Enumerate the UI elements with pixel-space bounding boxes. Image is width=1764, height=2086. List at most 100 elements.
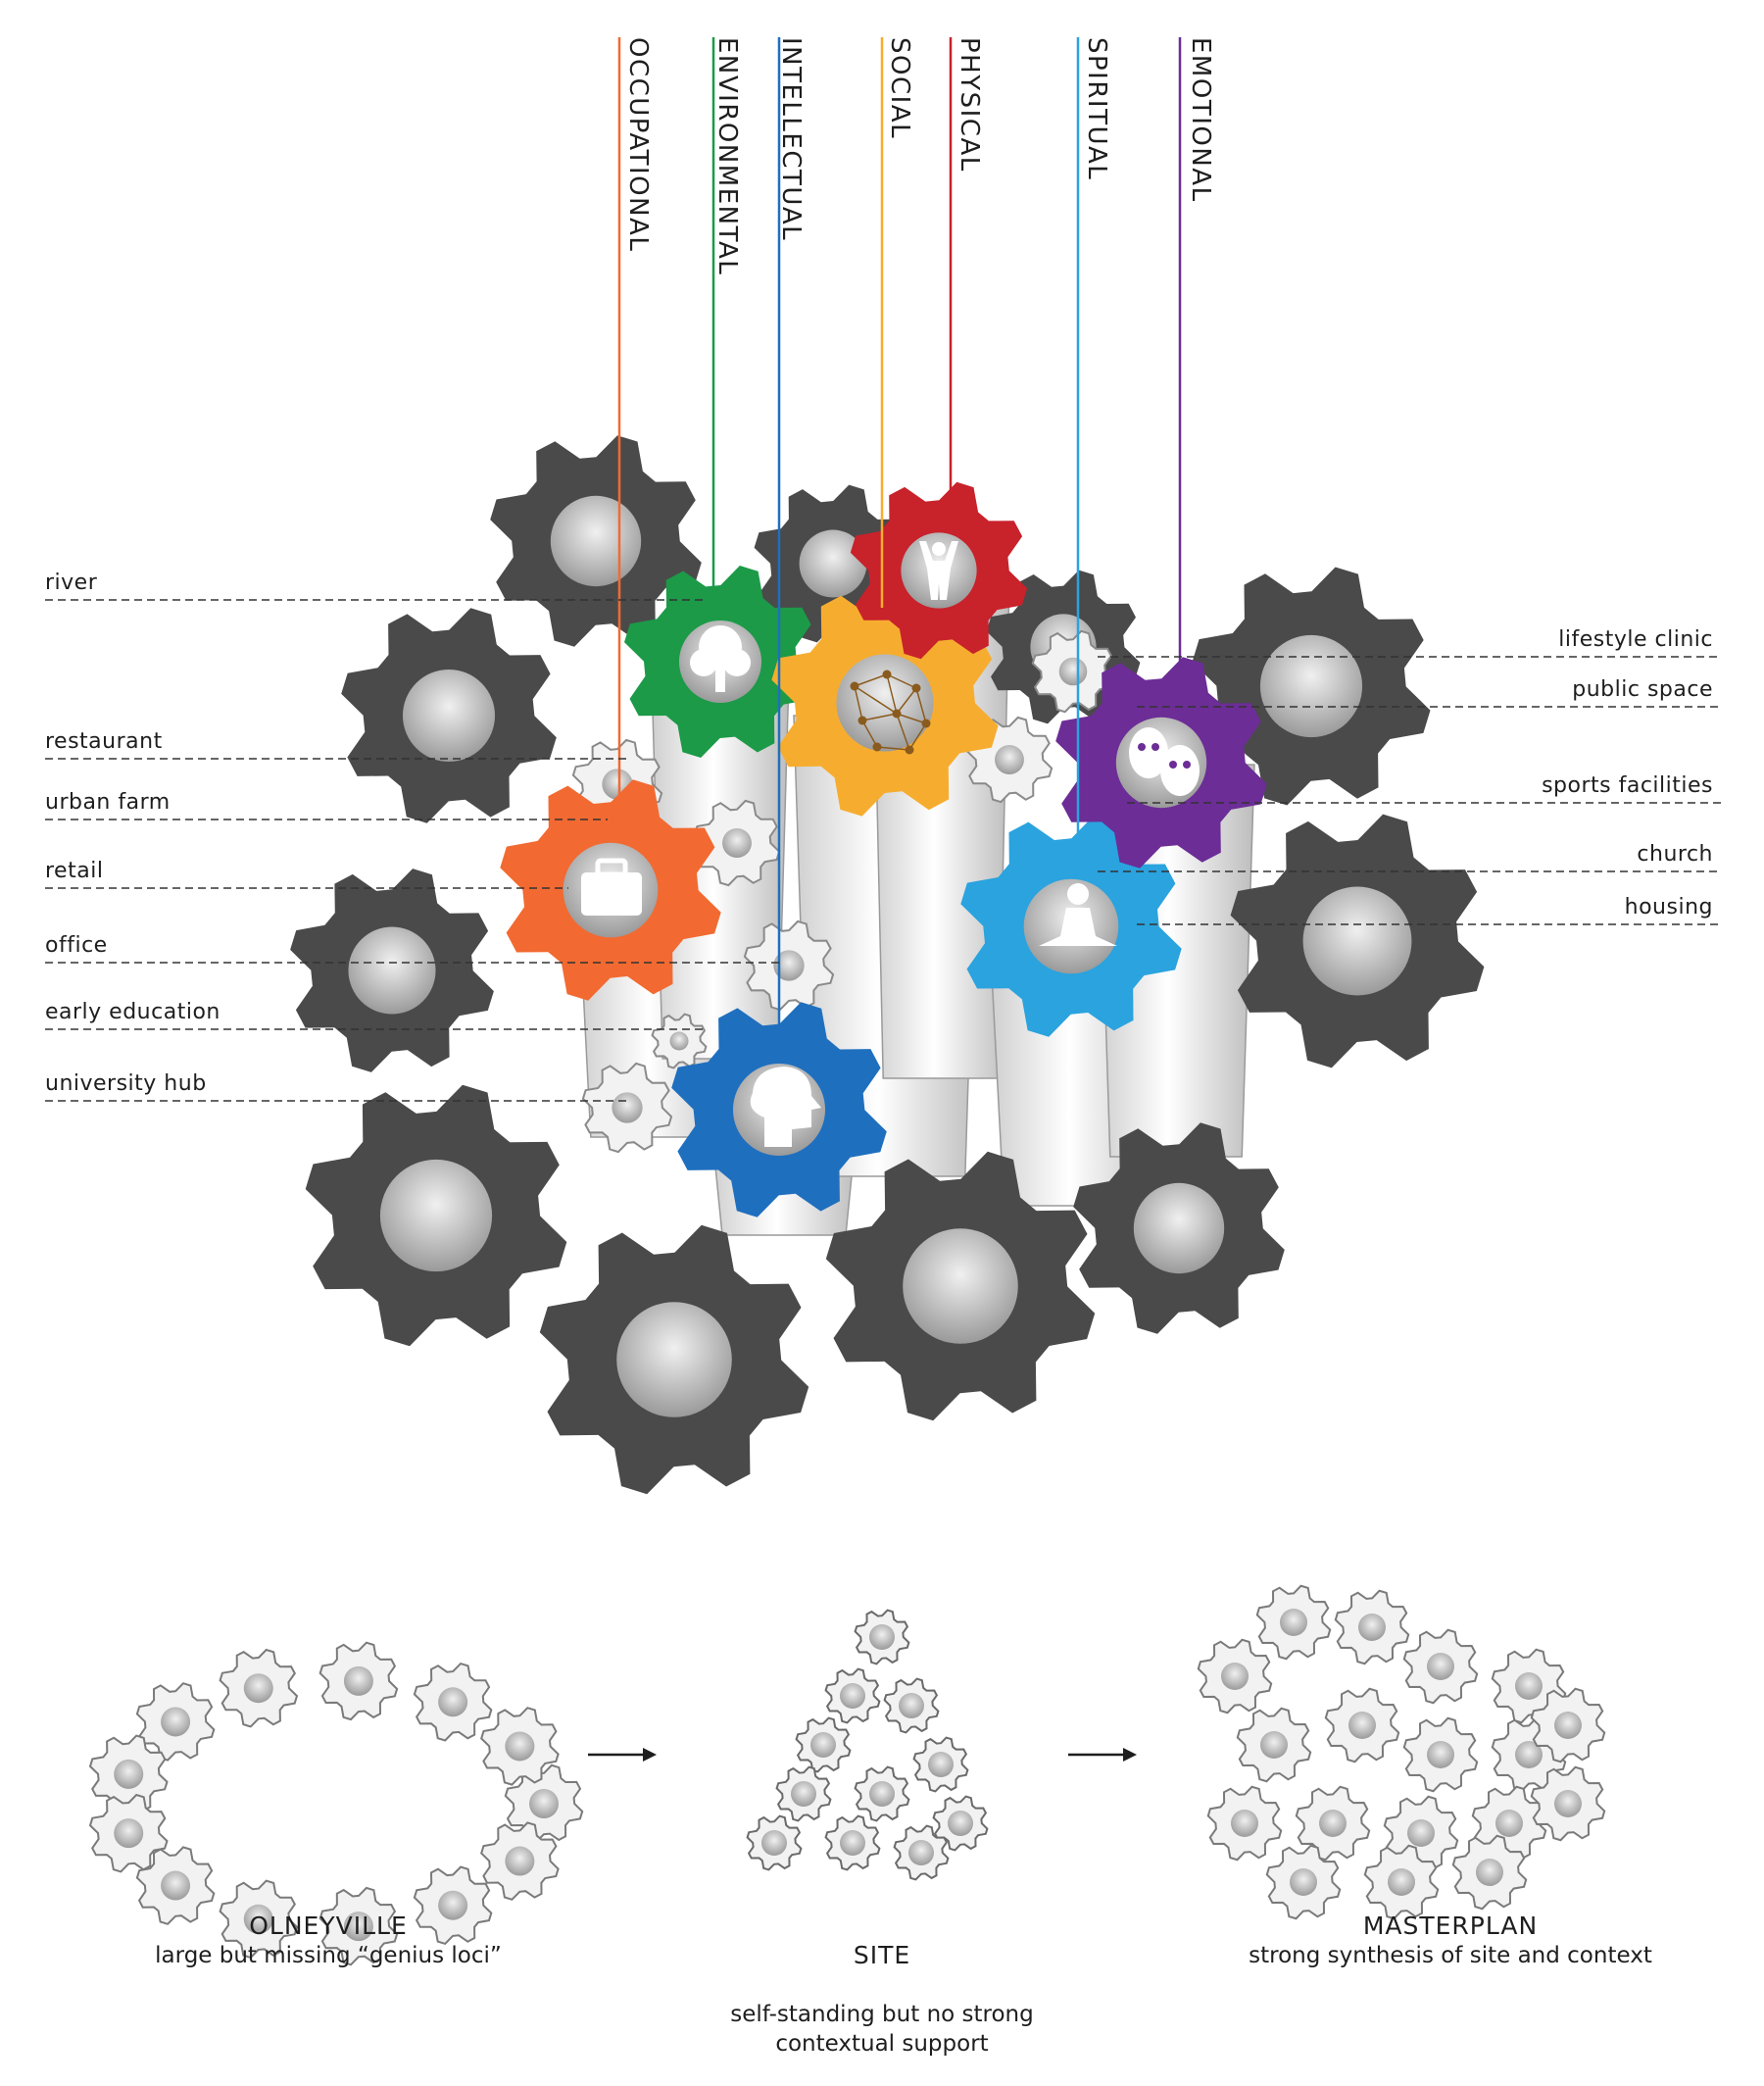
site-gear — [775, 1765, 832, 1822]
dimension-label-spiritual: SPIRITUAL — [1082, 37, 1111, 181]
program-label-urban-farm: urban farm — [45, 790, 171, 815]
masterplan-gear-hole — [1407, 1819, 1435, 1847]
light-gear-4 — [651, 1013, 708, 1069]
light-gear-3-hole — [773, 950, 805, 981]
stage-arrows — [588, 1748, 1137, 1762]
dark-gear-top-right — [1192, 567, 1431, 806]
arrow-right-icon — [1068, 1748, 1137, 1762]
ring-gear-hole — [343, 1665, 373, 1696]
dimension-label-environmental: ENVIRONMENTAL — [712, 37, 742, 276]
briefcase-icon — [581, 858, 642, 916]
ring-gear-hole — [505, 1731, 535, 1762]
stage-subtitle: self-standing but no strong contextual s… — [730, 2002, 1034, 2057]
stage-caption-site: SITE self-standing but no strong context… — [637, 1912, 1127, 2059]
ring-gear — [480, 1707, 560, 1786]
dark-gear-bottom-left-hole — [379, 1159, 493, 1272]
thumbnail-olneyville — [88, 1641, 584, 1966]
masterplan-gear-hole — [1427, 1741, 1454, 1768]
meditation-icon — [1039, 883, 1117, 946]
dark-gear-bottom-center-hole — [616, 1302, 732, 1417]
network-icon — [850, 670, 931, 755]
ring-gear-hole — [343, 1912, 373, 1942]
masterplan-gear — [1265, 1844, 1342, 1920]
dark-gear-right-low-hole — [1133, 1182, 1225, 1274]
masterplan-gear-hole — [1348, 1712, 1376, 1739]
light-gear-2-hole — [722, 828, 752, 858]
masterplan-gear — [1451, 1834, 1528, 1911]
masterplan-gear — [1295, 1785, 1371, 1862]
site-gear-hole — [761, 1830, 787, 1856]
ring-gear — [135, 1846, 216, 1925]
site-gear-hole — [810, 1732, 836, 1758]
dimension-label-physical: PHYSICAL — [955, 37, 984, 173]
site-gear — [893, 1824, 950, 1881]
masterplan-gear — [1530, 1765, 1606, 1842]
ring-gear-hole — [505, 1846, 535, 1876]
stage-title: OLNEYVILLE — [249, 1912, 408, 1940]
ring-gear — [219, 1648, 299, 1728]
masterplan-gear — [1363, 1844, 1440, 1920]
light-gear-3 — [743, 919, 835, 1012]
program-label-early-education: early education — [45, 1000, 220, 1024]
ring-gear — [88, 1734, 169, 1814]
masterplan-gear-hole — [1231, 1810, 1258, 1837]
site-gear-hole — [869, 1624, 895, 1650]
ring-gear — [135, 1682, 216, 1762]
light-gear-5-hole — [612, 1092, 643, 1123]
dimension-label-emotional: EMOTIONAL — [1186, 37, 1215, 203]
site-gear-hole — [869, 1781, 895, 1807]
masterplan-gear — [1236, 1707, 1312, 1783]
dark-gear-right-low — [1073, 1122, 1285, 1334]
head-mind-icon — [750, 1067, 821, 1147]
stage-subtitle: strong synthesis of site and context — [1249, 1943, 1652, 1968]
site-gear — [854, 1765, 910, 1822]
site-gear — [795, 1716, 852, 1773]
ring-gear — [413, 1865, 493, 1946]
site-gear-hole — [840, 1830, 865, 1856]
site-gear-hole — [928, 1752, 954, 1777]
ring-gear-hole — [114, 1818, 144, 1849]
masterplan-gear — [1402, 1628, 1479, 1705]
masterplan-gear — [1402, 1716, 1479, 1793]
masterplan-gear-hole — [1515, 1672, 1543, 1700]
ring-gear-hole — [438, 1687, 468, 1717]
masterplan-gear-hole — [1554, 1790, 1582, 1817]
dark-gear-bottom-center — [539, 1224, 809, 1495]
ring-gear — [219, 1879, 299, 1960]
stage-title: MASTERPLAN — [1362, 1912, 1539, 1940]
masterplan-gear-hole — [1221, 1663, 1249, 1690]
site-gear — [932, 1795, 989, 1852]
site-gear-hole — [948, 1811, 973, 1836]
program-label-retail: retail — [45, 859, 104, 883]
masterplan-gear-hole — [1554, 1712, 1582, 1739]
ring-gear — [413, 1662, 493, 1742]
site-gear — [883, 1677, 940, 1734]
site-gear-hole — [899, 1693, 924, 1718]
ring-gear-hole — [161, 1870, 191, 1901]
masterplan-gear-hole — [1388, 1868, 1415, 1896]
site-gear — [912, 1736, 969, 1793]
dark-gear-left — [341, 608, 557, 823]
ring-gear — [88, 1793, 169, 1873]
masterplan-gear — [1206, 1785, 1283, 1862]
dimension-label-social: SOCIAL — [885, 37, 914, 140]
site-gear — [824, 1667, 881, 1724]
ring-gear-hole — [438, 1890, 468, 1920]
ring-gear — [480, 1821, 560, 1901]
masterplan-gear — [1255, 1584, 1332, 1661]
wellness-gear-social — [771, 589, 999, 817]
masterplan-gear-hole — [1319, 1810, 1347, 1837]
theater-masks-icon — [1129, 727, 1200, 796]
ring-gear-hole — [114, 1759, 144, 1789]
masterplan-gear-hole — [1495, 1810, 1523, 1837]
site-gear-hole — [791, 1781, 816, 1807]
tree-icon — [690, 625, 751, 692]
site-gear — [854, 1609, 910, 1665]
ring-gear — [504, 1763, 584, 1844]
dark-gear-bottom-left — [305, 1084, 567, 1347]
stage-caption-olneyville: OLNEYVILLE large but missing “genius loc… — [98, 1912, 559, 1970]
ring-gear-hole — [161, 1707, 191, 1737]
light-gear-4-hole — [669, 1031, 689, 1051]
program-label-restaurant: restaurant — [45, 729, 163, 754]
